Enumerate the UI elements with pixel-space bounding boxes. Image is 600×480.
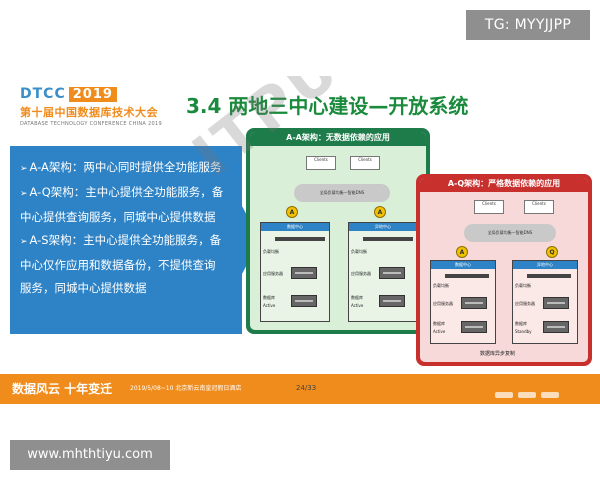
app-server-label: 应用服务器 [515,301,535,306]
client-icon: Clients [474,200,504,214]
footer-event-info: 2019/5/08~10 北京新云南皇冠假日酒店 [130,385,242,392]
page-number: 24/33 [296,384,317,392]
app-server-label: 应用服务器 [351,271,371,276]
global-load-balancer-cloud: 全局负载均衡—智能DNS [294,184,390,202]
lb-label: 负载均衡 [433,283,449,288]
app-a-icon: A [456,246,468,258]
lb-bar [445,274,489,278]
db-label: 数据库 [515,321,527,326]
aq-panel-header: A-Q架构：严格数据依赖的应用 [420,178,588,192]
aa-panel-header: A-A架构：无数据依赖的应用 [250,132,426,146]
sponsor-logo-icon [541,392,559,398]
lb-label: 负载均衡 [515,283,531,288]
bullet-continuation: 中心仅作应用和数据备份，不提供查询 [20,258,216,272]
footer-brand: 数据风云 十年变迁 [12,382,113,396]
data-center-box: 数据中心 负载均衡 应用服务器 数据库 Active [260,222,330,322]
db-state: Active [263,303,276,308]
remote-center-box: 异地中心 负载均衡 应用服务器 数据库 Standby [512,260,578,344]
sponsor-logo-icon [495,392,513,398]
bullet-arrow-icon: ➢ [20,237,28,247]
bullet-arrow-icon: ➢ [20,189,28,199]
dc-label: 数据中心 [261,223,329,231]
db-node [291,295,317,307]
db-node [379,295,405,307]
aq-architecture-panel: A-Q架构：严格数据依赖的应用 Clients Clients 全局负载均衡—智… [416,174,592,366]
server-node [379,267,405,279]
bullet-continuation: 中心提供查询服务，同城中心提供数据 [20,210,216,224]
slide-title: 3.4 两地三中心建设—开放系统 [186,94,469,118]
app-a-icon: A [286,206,298,218]
server-node [291,267,317,279]
app-server-label: 应用服务器 [263,271,283,276]
db-node [461,321,487,333]
bullet-item: ➢A-Q架构：主中心提供全功能服务，备 [20,185,224,199]
app-q-icon: Q [546,246,558,258]
lb-bar [527,274,571,278]
bullet-item: ➢A-S架构：主中心提供全功能服务，备 [20,233,222,247]
lb-bar [275,237,325,241]
server-node [543,297,569,309]
global-load-balancer-cloud: 全局负载均衡—智能DNS [464,224,556,242]
db-label: 数据库 [351,295,363,300]
db-label: 数据库 [263,295,275,300]
bullet-continuation: 服务，同城中心提供数据 [20,281,147,295]
data-center-box: 数据中心 负载均衡 应用服务器 数据库 Active [430,260,496,344]
bullet-panel: ➢A-A架构：两中心同时提供全功能服务 ➢A-Q架构：主中心提供全功能服务，备 … [10,146,260,334]
dc-label: 异地中心 [349,223,417,231]
aa-architecture-panel: A-A架构：无数据依赖的应用 Clients Clients 全局负载均衡—智能… [246,128,430,334]
bullet-item: ➢A-A架构：两中心同时提供全功能服务 [20,160,222,174]
lb-label: 负载均衡 [351,249,367,254]
db-state: Active [351,303,364,308]
db-label: 数据库 [433,321,445,326]
server-node [461,297,487,309]
client-icon: Clients [524,200,554,214]
logo-english: DATABASE TECHNOLOGY CONFERENCE CHINA 201… [20,121,162,127]
db-node [543,321,569,333]
db-state: Standby [515,329,532,334]
bullet-arrow-icon: ➢ [20,164,28,174]
logo-subtitle: 第十届中国数据库技术大会 [20,106,158,119]
logo-year: 2019 [68,87,117,102]
sponsor-logo-icon [518,392,536,398]
dc-label: 异地中心 [513,261,577,269]
watermark-tag-top: TG: MYYJJPP [466,10,590,40]
lb-label: 负载均衡 [263,249,279,254]
slide-footer: 数据风云 十年变迁 2019/5/08~10 北京新云南皇冠假日酒店 24/33 [0,374,600,404]
lb-bar [363,237,413,241]
client-icon: Clients [306,156,336,170]
client-icon: Clients [350,156,380,170]
app-a-icon: A [374,206,386,218]
remote-center-box: 异地中心 负载均衡 应用服务器 数据库 Active [348,222,418,322]
db-state: Active [433,329,446,334]
watermark-tag-bottom: www.mhthtiyu.com [10,440,170,470]
async-replication-label: 数据库异步复制 [480,351,516,357]
dc-label: 数据中心 [431,261,495,269]
app-server-label: 应用服务器 [433,301,453,306]
sponsor-logos [490,383,590,398]
